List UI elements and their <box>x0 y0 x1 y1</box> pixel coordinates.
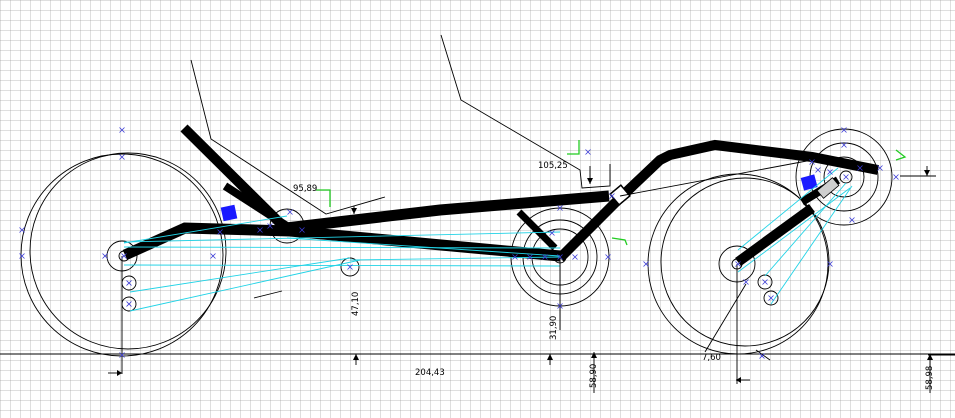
control-point[interactable] <box>809 159 815 165</box>
control-point[interactable] <box>210 253 216 259</box>
seat-block <box>220 204 238 222</box>
control-point[interactable] <box>843 174 849 180</box>
control-point[interactable] <box>557 254 563 260</box>
control-point[interactable] <box>743 279 749 285</box>
control-point[interactable] <box>119 352 125 358</box>
control-point[interactable] <box>299 227 305 233</box>
control-point[interactable] <box>126 301 132 307</box>
control-point[interactable] <box>815 167 821 173</box>
control-point[interactable] <box>119 127 125 133</box>
dim-angle-seat[interactable]: 95,89 <box>293 184 317 194</box>
dim-wheelbase[interactable]: 204,43 <box>415 368 445 378</box>
control-point[interactable] <box>557 303 563 309</box>
chain-lines <box>123 167 853 312</box>
boom-thin-line <box>619 159 813 197</box>
front-ring-mid <box>809 142 879 212</box>
control-point[interactable] <box>512 254 518 260</box>
control-point[interactable] <box>759 353 765 359</box>
rear-wheel[interactable] <box>20 152 227 374</box>
control-point[interactable] <box>827 261 833 267</box>
control-point[interactable] <box>841 127 847 133</box>
dim-angle-steer[interactable]: 105,25 <box>538 161 568 171</box>
control-point[interactable] <box>841 142 847 148</box>
front-wheel[interactable] <box>647 173 830 384</box>
control-point[interactable] <box>877 165 883 171</box>
control-point[interactable] <box>849 217 855 223</box>
control-point[interactable] <box>893 174 899 180</box>
dim-offset-front[interactable]: 7,60 <box>702 353 721 363</box>
control-point[interactable] <box>217 229 223 235</box>
control-point[interactable] <box>735 261 741 267</box>
control-point[interactable] <box>857 165 863 171</box>
control-point[interactable] <box>549 230 555 236</box>
seat-outline <box>190 34 611 215</box>
control-point[interactable] <box>121 253 127 259</box>
control-point[interactable] <box>605 254 611 260</box>
frame-tubes <box>122 124 879 267</box>
control-point[interactable] <box>609 193 615 199</box>
front-offset-line <box>704 283 747 353</box>
angle-markers <box>316 140 907 246</box>
control-point[interactable] <box>347 264 353 270</box>
control-point[interactable] <box>527 254 533 260</box>
dimension-arrows <box>108 166 955 393</box>
idler-pulley-front-a[interactable] <box>757 274 773 290</box>
front-tire-inner <box>660 177 830 347</box>
control-point[interactable] <box>287 209 293 215</box>
control-point[interactable] <box>119 154 125 160</box>
dim-height-front[interactable]: 58,98 <box>925 366 935 390</box>
sketch-line <box>253 290 283 299</box>
control-point[interactable] <box>542 254 548 260</box>
control-point[interactable] <box>102 253 108 259</box>
control-point[interactable] <box>762 279 768 285</box>
control-point[interactable] <box>827 169 833 175</box>
rear-tire-inner <box>29 152 227 350</box>
control-point[interactable] <box>572 254 578 260</box>
control-point-markers[interactable] <box>19 127 899 359</box>
control-point[interactable] <box>126 280 132 286</box>
control-point[interactable] <box>768 295 774 301</box>
dim-vertical-bb[interactable]: 31,90 <box>549 316 559 340</box>
dim-vertical-mid[interactable]: 47,10 <box>351 292 361 316</box>
front-boom-sleeve <box>816 177 840 199</box>
control-point[interactable] <box>643 261 649 267</box>
steering-joint <box>609 184 631 206</box>
control-point[interactable] <box>19 227 25 233</box>
control-point[interactable] <box>257 227 263 233</box>
idler-pulley-front-b[interactable] <box>763 290 779 306</box>
dim-height-bb[interactable]: 58,90 <box>589 364 599 388</box>
front-ring-outer <box>795 128 893 226</box>
control-point[interactable] <box>19 253 25 259</box>
front-block <box>800 174 818 191</box>
control-point[interactable] <box>267 223 273 229</box>
control-point[interactable] <box>557 205 563 211</box>
control-point[interactable] <box>585 149 591 155</box>
